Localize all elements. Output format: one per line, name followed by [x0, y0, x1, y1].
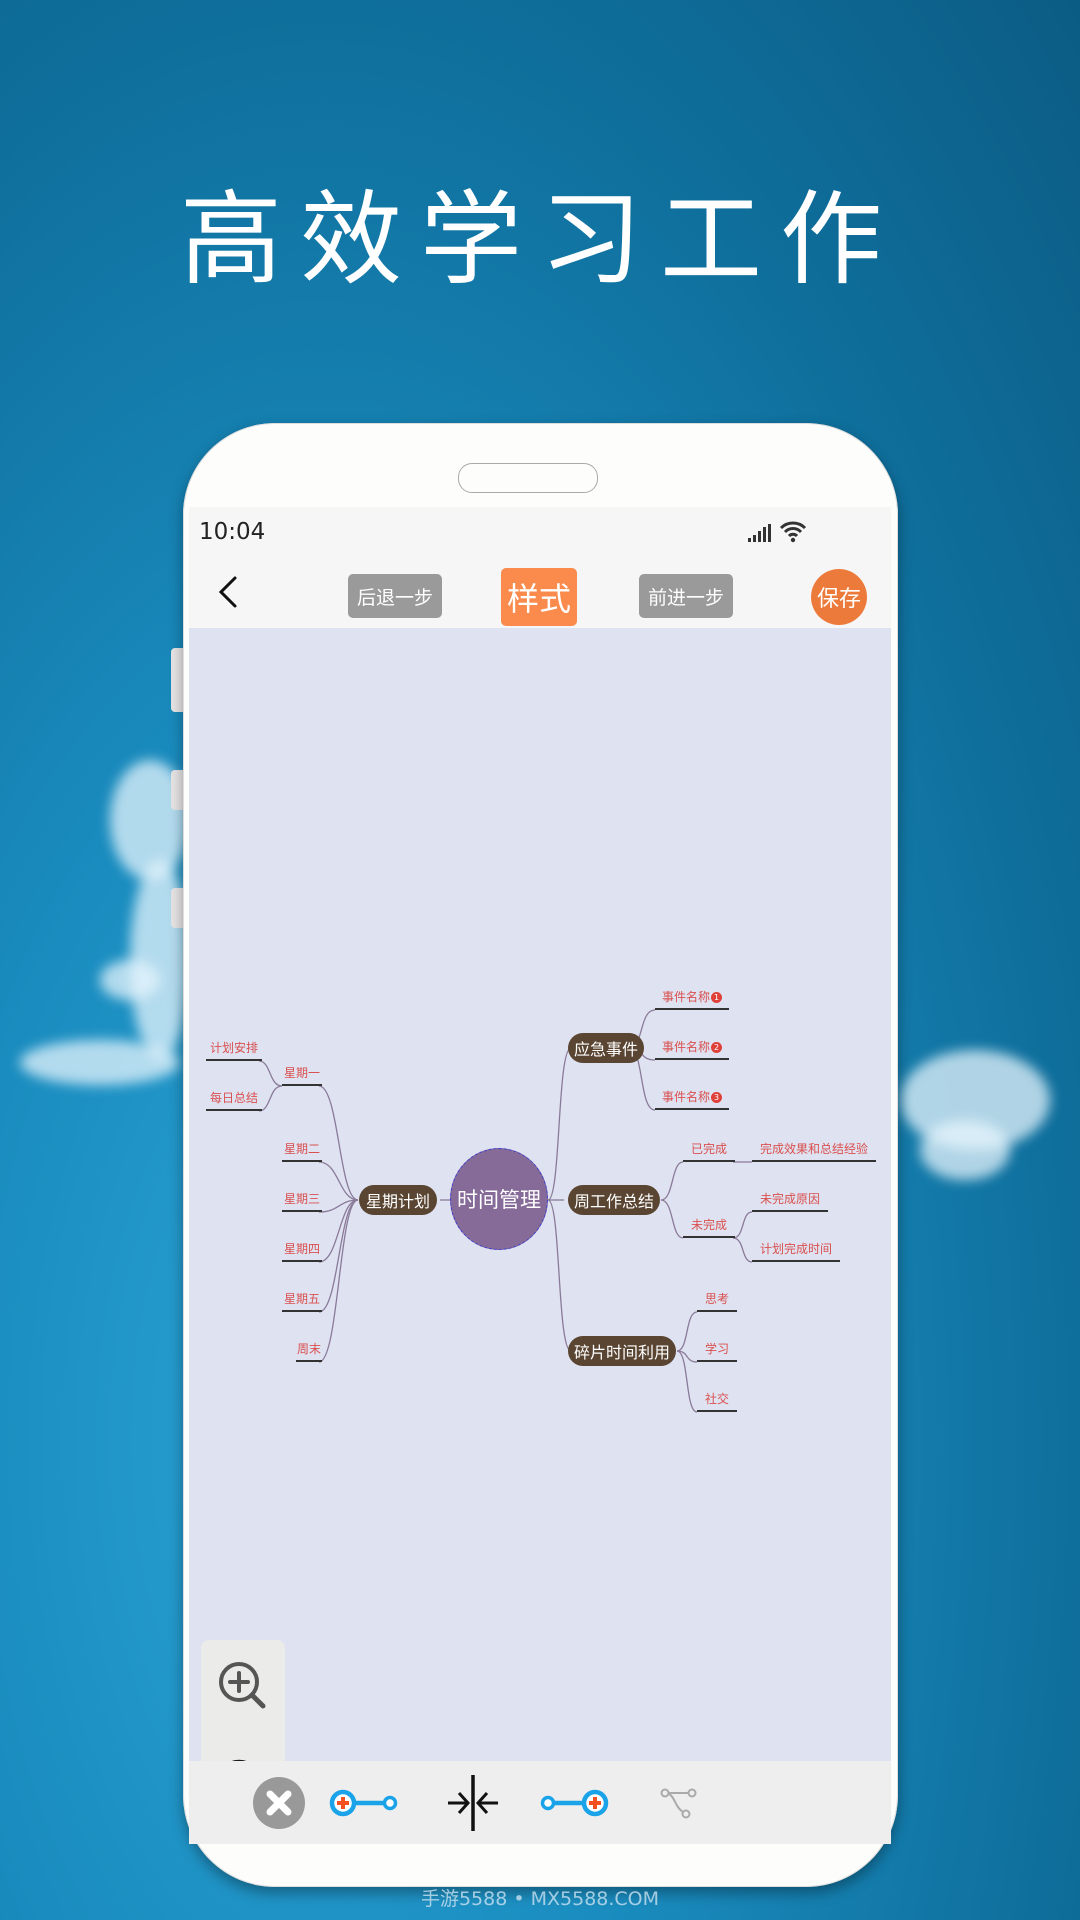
watermark-text: 手游5588 • MX5588.COM: [420, 1888, 660, 1910]
zoom-in-button[interactable]: [213, 1656, 273, 1716]
mindmap-leaf-node[interactable]: 星期三: [282, 1192, 322, 1212]
mindmap-branch-node[interactable]: 碎片时间利用: [568, 1336, 676, 1366]
mindmap-leaf-node[interactable]: 学习: [697, 1342, 737, 1362]
bottom-toolbar: [189, 1761, 891, 1844]
number-badge: 1: [711, 992, 722, 1003]
phone-frame: 10:04 后退一步 样式 前进一步 保存: [183, 423, 898, 1887]
mindmap-connectors: [258, 1009, 753, 1413]
number-badge: 2: [711, 1042, 722, 1053]
add-child-node-button[interactable]: [533, 1773, 613, 1833]
mindmap-leaf-node[interactable]: 计划安排: [206, 1041, 262, 1061]
mindmap-branch-node[interactable]: 星期计划: [359, 1185, 437, 1215]
add-parent-node-icon: [329, 1789, 398, 1817]
cloud-decoration: [20, 1040, 180, 1085]
mindmap-leaf-node[interactable]: 计划完成时间: [752, 1242, 840, 1262]
mindmap-leaf-node[interactable]: 周末: [296, 1342, 322, 1362]
back-button[interactable]: [211, 572, 247, 612]
save-button[interactable]: 保存: [811, 569, 867, 625]
promo-headline: 高效学习工作: [180, 181, 900, 300]
delete-node-icon: [253, 1777, 305, 1829]
collapse-center-button[interactable]: [443, 1773, 503, 1833]
status-time: 10:04: [199, 519, 266, 545]
branch-connector-icon: [660, 1788, 697, 1819]
mindmap-leaf-node[interactable]: 完成效果和总结经验: [752, 1142, 876, 1162]
phone-side-button: [171, 648, 183, 712]
mindmap-leaf-node[interactable]: 已完成: [683, 1142, 735, 1162]
mindmap-leaf-node[interactable]: 思考: [697, 1292, 737, 1312]
phone-speaker: [458, 463, 598, 493]
mindmap-leaf-node[interactable]: 社交: [697, 1392, 737, 1412]
mindmap-leaf-node[interactable]: 星期二: [282, 1142, 322, 1162]
collapse-center-icon: [448, 1775, 498, 1831]
mindmap-canvas[interactable]: 时间管理 星期计划 应急事件 周工作总结 碎片时间利用 星期一 计划安排 每日总…: [189, 628, 891, 1838]
mindmap-branch-node[interactable]: 周工作总结: [568, 1185, 660, 1215]
undo-button[interactable]: 后退一步: [348, 574, 442, 618]
phone-side-button: [171, 888, 183, 928]
zoom-in-icon: [219, 1662, 266, 1709]
top-nav: 后退一步 样式 前进一步 保存: [189, 560, 891, 628]
status-bar: 10:04: [189, 507, 891, 560]
phone-side-button: [171, 770, 183, 810]
add-child-node-icon: [540, 1789, 609, 1817]
mindmap-leaf-node[interactable]: 每日总结: [206, 1091, 262, 1111]
app-screen: 10:04 后退一步 样式 前进一步 保存: [189, 507, 891, 1844]
mindmap-leaf-node[interactable]: 星期五: [282, 1292, 322, 1312]
mindmap-root-node[interactable]: 时间管理: [450, 1148, 548, 1250]
cloud-decoration: [100, 960, 160, 1000]
branch-connector-button[interactable]: [655, 1773, 703, 1833]
number-badge: 3: [711, 1092, 722, 1103]
mindmap-leaf-node[interactable]: 星期四: [282, 1242, 322, 1262]
redo-button[interactable]: 前进一步: [639, 574, 733, 618]
mindmap-branch-node[interactable]: 应急事件: [568, 1033, 644, 1063]
delete-node-button[interactable]: [251, 1773, 307, 1833]
mindmap-leaf-node[interactable]: 未完成原因: [752, 1192, 828, 1212]
wifi-icon: [779, 519, 807, 543]
mindmap-leaf-node[interactable]: 未完成: [683, 1218, 735, 1238]
add-parent-node-button[interactable]: [325, 1773, 405, 1833]
cloud-decoration: [920, 1120, 1010, 1180]
mindmap-leaf-node[interactable]: 星期一: [282, 1066, 322, 1086]
signal-icon: [748, 523, 774, 543]
style-button[interactable]: 样式: [501, 568, 577, 626]
chevron-left-icon: [218, 576, 237, 608]
